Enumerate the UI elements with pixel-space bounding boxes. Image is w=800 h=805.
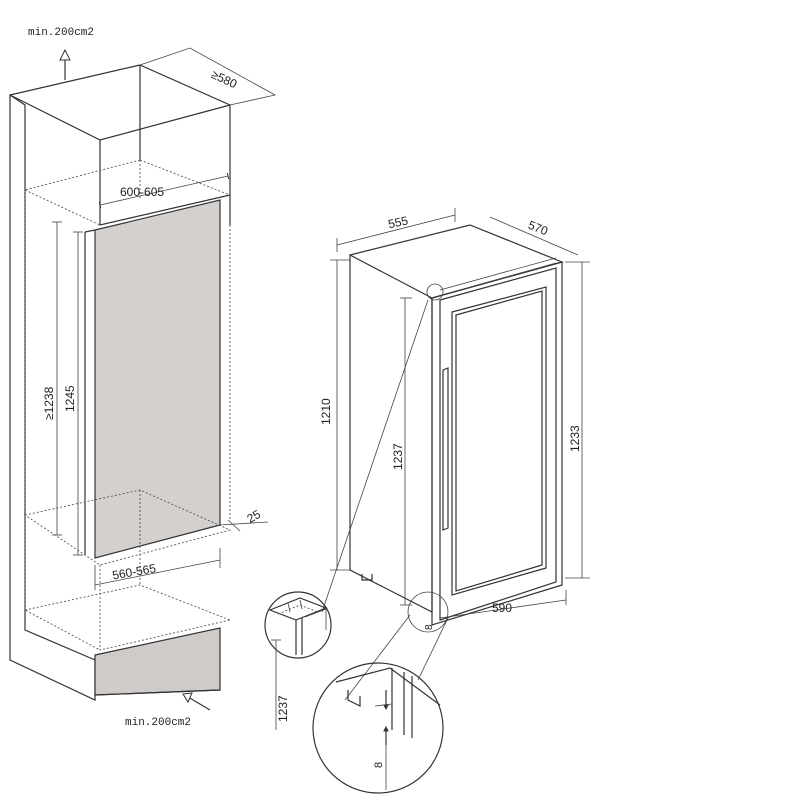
dim-inner-height: 1237 [391,297,412,606]
detail-marker-top [426,283,444,301]
dim-width-inner: 560-565 [94,548,221,590]
dim-total-height: 1233 [565,261,590,579]
dim-detail-top-height: 1237 [271,639,290,730]
svg-text:590: 590 [492,601,512,615]
niche-cabinet [9,47,277,701]
svg-text:1233: 1233 [568,425,582,452]
dim-width-top: 600-605 [98,172,230,209]
dim-appliance-width: 555 [336,208,456,252]
svg-text:1237: 1237 [391,443,405,470]
door-glass [451,286,547,596]
svg-text:1237: 1237 [276,695,290,722]
dim-depth: ≥580 [209,67,239,91]
door-handle [442,367,449,531]
svg-text:555: 555 [387,213,410,231]
vent-arrow-bottom [182,692,211,711]
dim-cabinet-height: 1210 [319,259,350,571]
dim-height: 1245 [63,231,83,556]
detail-top-callout [264,591,332,659]
svg-text:8: 8 [424,624,435,630]
dim-detail-bottom-gap: 8 [373,762,385,768]
detail-marker-bottom [407,591,449,633]
svg-text:25: 25 [244,507,263,526]
dim-height-min: ≥1238 [42,221,62,536]
wine-cooler [349,224,564,633]
dim-appliance-depth: 570 [489,216,579,256]
niche-plinth [94,627,221,696]
svg-text:570: 570 [526,218,550,239]
svg-text:≥580: ≥580 [209,67,239,91]
vent-arrow-top [59,48,71,80]
dim-gap-small: 8 [424,624,435,630]
leader-bottom-left [344,614,411,701]
vent-bottom-label: min.200cm2 [125,717,191,729]
vent-top-label: min.200cm2 [28,27,94,39]
dim-door-width: 590 [439,590,567,619]
svg-text:≥1238: ≥1238 [42,386,56,420]
detail-bottom-callout [312,662,444,794]
leader-top [321,299,429,613]
dim-gap: 25 [219,507,269,532]
leader-bottom-right [417,617,449,681]
svg-text:1245: 1245 [63,385,77,412]
niche-back-panel [94,199,221,559]
svg-text:560-565: 560-565 [111,561,157,582]
svg-text:1210: 1210 [319,398,333,425]
svg-text:600-605: 600-605 [120,185,164,199]
